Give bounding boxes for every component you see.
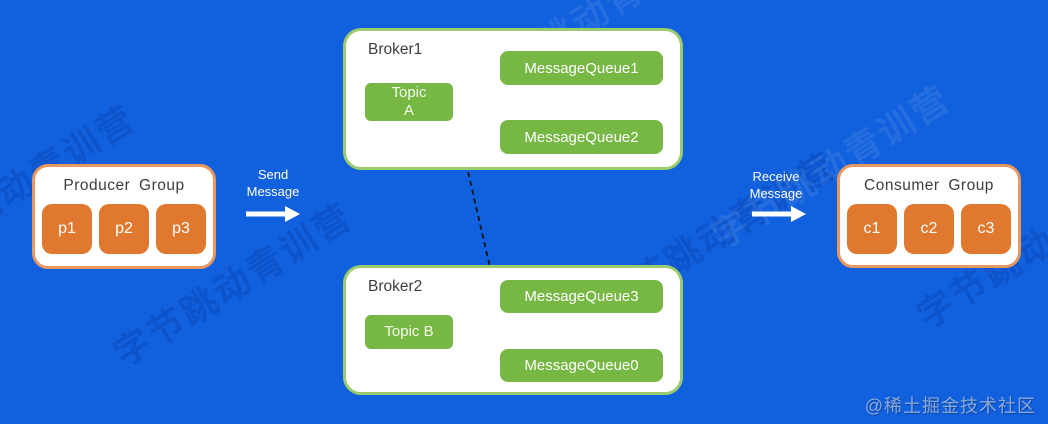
send-message-label: Send Message bbox=[246, 167, 300, 199]
producer-p1: p1 bbox=[42, 204, 92, 254]
send-arrow bbox=[246, 211, 286, 217]
receive-arrow bbox=[752, 211, 792, 217]
broker2-message-queue0: MessageQueue0 bbox=[500, 349, 663, 382]
producer-items: p1 p2 p3 bbox=[35, 204, 213, 254]
broker2-title: Broker2 bbox=[368, 278, 423, 295]
broker2-box: Broker2 Topic B MessageQueue3 MessageQue… bbox=[343, 265, 683, 395]
producer-group-title: Producer Group bbox=[63, 177, 185, 194]
receive-arrow-head bbox=[791, 206, 806, 222]
broker1-message-queue1: MessageQueue1 bbox=[500, 51, 663, 85]
producer-group-box: Producer Group p1 p2 p3 bbox=[32, 164, 216, 269]
producer-p2: p2 bbox=[99, 204, 149, 254]
consumer-c3: c3 bbox=[961, 204, 1011, 254]
receive-message-label: Receive Message bbox=[749, 169, 803, 201]
broker1-box: Broker1 Topic A MessageQueue1 MessageQue… bbox=[343, 28, 683, 170]
broker2-message-queue3: MessageQueue3 bbox=[500, 280, 663, 313]
broker1-message-queue2: MessageQueue2 bbox=[500, 120, 663, 154]
broker1-topic-a: Topic A bbox=[365, 83, 453, 121]
consumer-items: c1 c2 c3 bbox=[840, 204, 1018, 254]
broker2-topic-b: Topic B bbox=[365, 315, 453, 349]
consumer-group-box: Consumer Group c1 c2 c3 bbox=[837, 164, 1021, 268]
consumer-group-title: Consumer Group bbox=[864, 177, 994, 194]
consumer-c2: c2 bbox=[904, 204, 954, 254]
producer-p3: p3 bbox=[156, 204, 206, 254]
credit-watermark: @稀土掘金技术社区 bbox=[864, 396, 1036, 416]
broker1-title: Broker1 bbox=[368, 41, 423, 58]
send-arrow-head bbox=[285, 206, 300, 222]
consumer-c1: c1 bbox=[847, 204, 897, 254]
